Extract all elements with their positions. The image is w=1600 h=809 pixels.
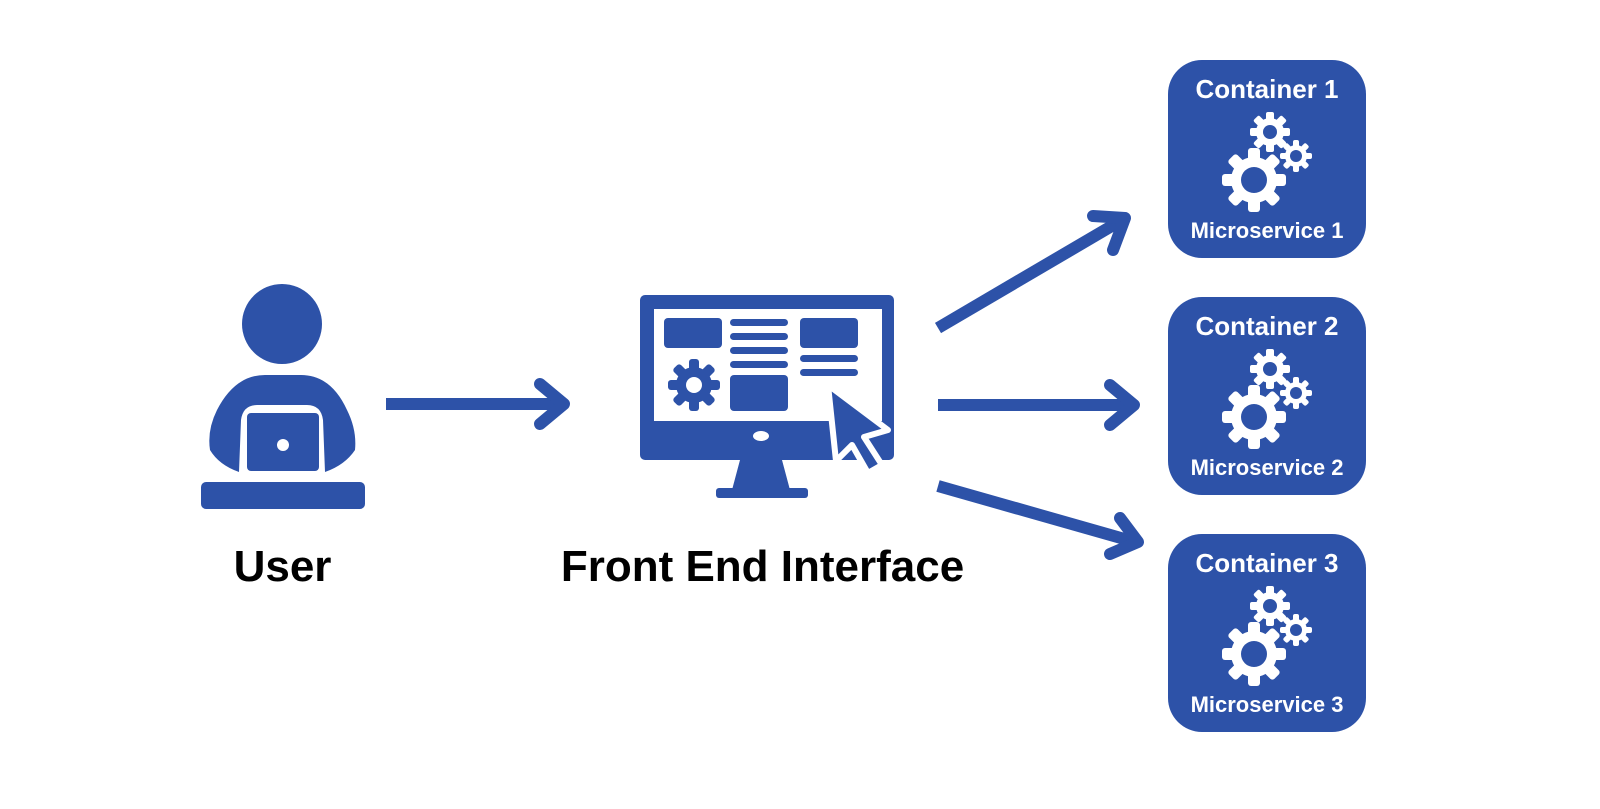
container-title: Container 1 (1195, 74, 1339, 104)
container-title: Container 2 (1195, 311, 1339, 341)
frontend-label: Front End Interface (560, 542, 965, 591)
container-2: Container 2 Microservice 2 (1168, 297, 1366, 495)
arrow-user-to-frontend (386, 378, 570, 430)
gears-icon (1222, 349, 1312, 449)
microservice-label: Microservice 2 (1190, 455, 1344, 480)
user-laptop-icon (201, 284, 365, 509)
monitor-dashboard-icon (640, 295, 894, 498)
container-3: Container 3 Microservice 3 (1168, 534, 1366, 732)
arrows-to-containers (934, 210, 1144, 560)
arrow-to-container-1 (934, 210, 1131, 334)
container-title: Container 3 (1195, 548, 1339, 578)
arrow-to-container-2 (938, 379, 1140, 431)
user-label: User (233, 542, 332, 591)
container-1: Container 1 Microservice 1 (1168, 60, 1366, 258)
microservice-label: Microservice 1 (1190, 218, 1344, 243)
gears-icon (1222, 112, 1312, 212)
gears-icon (1222, 586, 1312, 686)
microservice-label: Microservice 3 (1190, 692, 1344, 717)
arrow-to-container-3 (936, 480, 1144, 560)
